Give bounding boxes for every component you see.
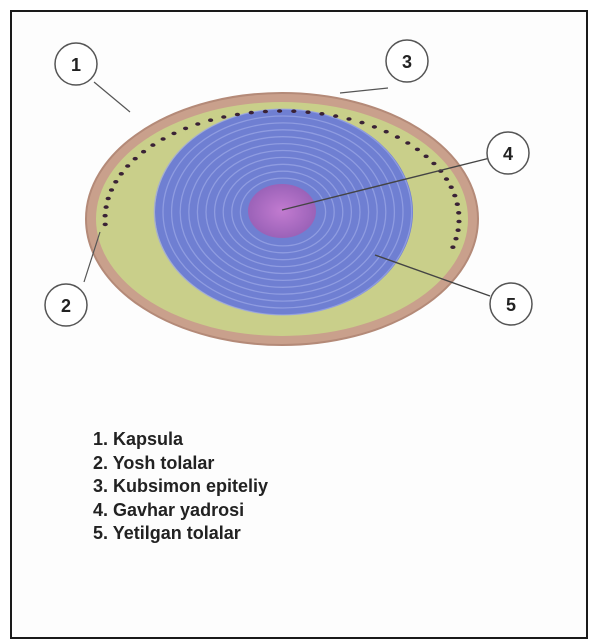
epithelial-nucleus-dot	[449, 185, 454, 189]
epithelial-nucleus-dot	[103, 214, 108, 218]
epithelial-nucleus-dot	[263, 110, 268, 114]
marker-3: 3	[386, 40, 428, 82]
epithelial-nucleus-dot	[104, 205, 109, 209]
marker-5: 5	[490, 283, 532, 325]
epithelial-nucleus-dot	[456, 228, 461, 232]
epithelial-nucleus-dot	[456, 211, 461, 215]
legend-item-nucleus: 4. Gavhar yadrosi	[93, 499, 268, 523]
lens-nucleus	[248, 184, 316, 238]
legend-item-mature-fibers: 5. Yetilgan tolalar	[93, 522, 268, 546]
epithelial-nucleus-dot	[415, 148, 420, 152]
epithelial-nucleus-dot	[109, 188, 114, 192]
leader-line-1	[94, 82, 130, 112]
epithelial-nucleus-dot	[103, 223, 108, 227]
marker-5-label: 5	[506, 295, 516, 315]
epithelial-nucleus-dot	[305, 110, 310, 114]
epithelial-nucleus-dot	[235, 113, 240, 117]
legend-item-epithelium: 3. Kubsimon epiteliy	[93, 475, 268, 499]
epithelial-nucleus-dot	[277, 109, 282, 113]
epithelial-nucleus-dot	[221, 115, 226, 119]
epithelial-nucleus-dot	[453, 237, 458, 241]
marker-4-label: 4	[503, 144, 513, 164]
marker-2-label: 2	[61, 296, 71, 316]
epithelial-nucleus-dot	[452, 194, 457, 198]
marker-4: 4	[487, 132, 529, 174]
marker-1: 1	[55, 43, 97, 85]
epithelial-nucleus-dot	[113, 180, 118, 184]
epithelial-nucleus-dot	[106, 197, 111, 201]
epithelial-nucleus-dot	[333, 114, 338, 118]
epithelial-nucleus-dot	[208, 118, 213, 122]
marker-3-label: 3	[402, 52, 412, 72]
marker-1-label: 1	[71, 55, 81, 75]
epithelial-nucleus-dot	[444, 177, 449, 181]
epithelial-nucleus-dot	[319, 112, 324, 116]
epithelial-nucleus-dot	[161, 137, 166, 141]
epithelial-nucleus-dot	[119, 172, 124, 176]
lens-diagram: 1 2 3 4 5	[0, 0, 602, 420]
legend-item-capsule: 1. Kapsula	[93, 428, 268, 452]
epithelial-nucleus-dot	[450, 245, 455, 249]
legend: 1. Kapsula 2. Yosh tolalar 3. Kubsimon e…	[93, 428, 268, 546]
epithelial-nucleus-dot	[150, 143, 155, 147]
epithelial-nucleus-dot	[133, 157, 138, 161]
epithelial-nucleus-dot	[346, 117, 351, 121]
epithelial-nucleus-dot	[125, 164, 130, 168]
epithelial-nucleus-dot	[384, 130, 389, 134]
epithelial-nucleus-dot	[359, 121, 364, 125]
epithelial-nucleus-dot	[141, 150, 146, 154]
leader-line-3	[340, 88, 388, 93]
epithelial-nucleus-dot	[455, 202, 460, 206]
epithelial-nucleus-dot	[195, 122, 200, 126]
legend-item-young-fibers: 2. Yosh tolalar	[93, 452, 268, 476]
epithelial-nucleus-dot	[183, 127, 188, 131]
epithelial-nucleus-dot	[431, 162, 436, 166]
epithelial-nucleus-dot	[405, 141, 410, 145]
epithelial-nucleus-dot	[249, 111, 254, 115]
epithelial-nucleus-dot	[291, 109, 296, 113]
epithelial-nucleus-dot	[372, 125, 377, 129]
epithelial-nucleus-dot	[456, 220, 461, 224]
epithelial-nucleus-dot	[171, 132, 176, 136]
marker-2: 2	[45, 284, 87, 326]
epithelial-nucleus-dot	[395, 135, 400, 139]
epithelial-nucleus-dot	[424, 155, 429, 159]
